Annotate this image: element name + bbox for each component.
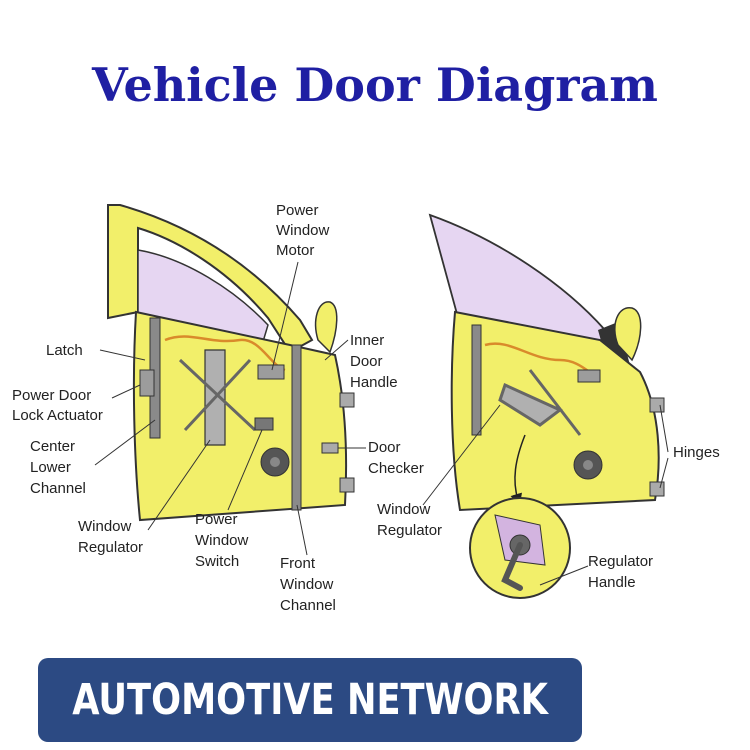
leader-inner-door-handle bbox=[324, 339, 349, 361]
label-window-regulator-right: Window Regulator bbox=[377, 501, 442, 539]
leader-window-regulator-left bbox=[147, 439, 211, 531]
left-door-mirror bbox=[314, 301, 338, 354]
leader-lock-actuator bbox=[111, 384, 141, 399]
right-hinge-upper bbox=[649, 397, 665, 413]
left-power-window-switch bbox=[254, 417, 274, 431]
left-lock-actuator bbox=[139, 369, 155, 397]
right-center-channel bbox=[471, 324, 482, 436]
label-power-window-motor: Power Window Motor bbox=[276, 202, 334, 259]
left-hinge-lower bbox=[339, 477, 355, 493]
right-door-illustration bbox=[428, 213, 665, 599]
label-power-door-lock-actuator: Power Door Lock Actuator bbox=[12, 387, 103, 424]
leader-window-regulator-right bbox=[422, 404, 501, 506]
leader-lines bbox=[94, 261, 669, 586]
right-hinge-lower bbox=[649, 481, 665, 497]
label-front-window-channel: Front Window Channel bbox=[280, 555, 338, 614]
label-window-regulator-left: Window Regulator bbox=[78, 518, 143, 556]
zoom-arrow bbox=[510, 434, 526, 506]
label-regulator-handle: Regulator Handle bbox=[588, 553, 657, 591]
label-latch: Latch bbox=[46, 342, 83, 359]
leader-latch bbox=[99, 349, 146, 361]
leader-hinges-lower bbox=[659, 457, 669, 489]
right-door-mirror bbox=[614, 307, 642, 362]
label-inner-door-handle: Inner Door Handle bbox=[350, 332, 398, 391]
leader-regulator-handle bbox=[539, 565, 589, 586]
zoom-handle-crank bbox=[501, 542, 523, 591]
right-window-regulator bbox=[498, 369, 582, 436]
leader-front-window-channel bbox=[296, 504, 308, 556]
leader-power-window-switch bbox=[227, 429, 263, 511]
right-motor bbox=[577, 369, 601, 383]
left-power-window-motor bbox=[257, 364, 285, 380]
page-title: Vehicle Door Diagram bbox=[92, 58, 658, 112]
automotive-network-banner: AUTOMOTIVE NETWORK bbox=[38, 658, 582, 742]
leader-center-lower-channel bbox=[94, 419, 156, 466]
banner-text: AUTOMOTIVE NETWORK bbox=[72, 675, 548, 725]
left-speaker-center bbox=[270, 457, 280, 467]
label-center-lower-channel: Center Lower Channel bbox=[30, 438, 86, 497]
label-hinges: Hinges bbox=[673, 444, 720, 461]
label-door-checker: Door Checker bbox=[368, 439, 424, 477]
left-door-checker bbox=[321, 442, 339, 454]
left-regulator-arms bbox=[178, 358, 257, 432]
left-hinge-upper bbox=[339, 392, 355, 408]
left-wiring bbox=[164, 335, 286, 372]
leader-power-window-motor bbox=[271, 261, 299, 371]
left-front-window-channel bbox=[291, 344, 302, 511]
right-speaker-center bbox=[583, 460, 593, 470]
label-power-window-switch: Power Window Switch bbox=[195, 511, 253, 570]
left-door-illustration bbox=[107, 204, 355, 522]
leader-hinges-upper bbox=[659, 404, 669, 453]
